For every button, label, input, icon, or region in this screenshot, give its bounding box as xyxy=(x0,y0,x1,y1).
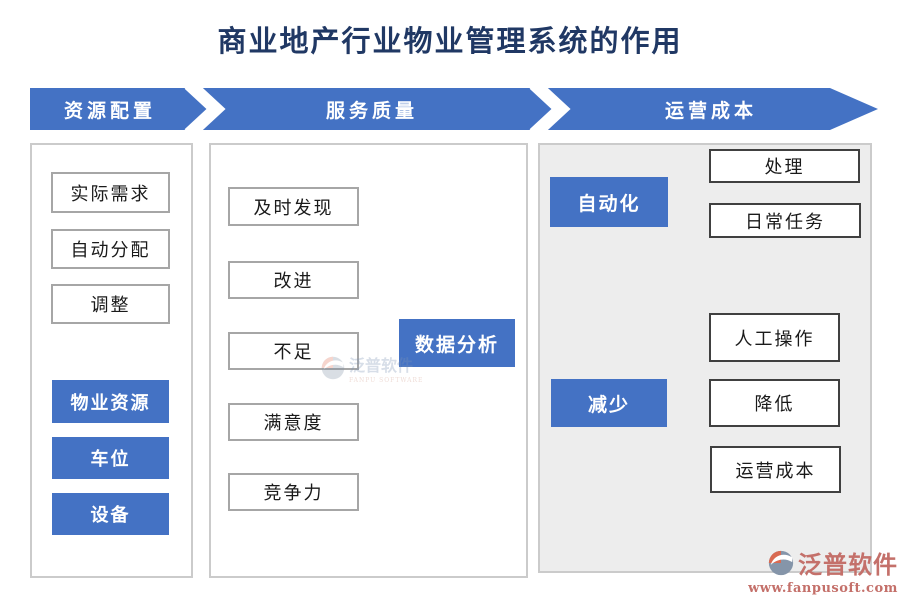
watermark-bottom-right: 泛普软件 www.fanpusoft.com xyxy=(748,545,898,596)
banner-chevron-separator-1 xyxy=(184,79,226,139)
fanpu-logo-icon xyxy=(321,356,345,380)
box-satisfaction: 满意度 xyxy=(228,403,359,441)
box-manual-operation: 人工操作 xyxy=(709,313,840,362)
box-lower: 降低 xyxy=(709,379,840,427)
box-data-analysis: 数据分析 xyxy=(399,319,515,367)
box-auto-allocate: 自动分配 xyxy=(51,229,170,269)
box-property-resources: 物业资源 xyxy=(52,380,169,423)
box-shortcomings: 不足 xyxy=(228,332,359,370)
box-parking: 车位 xyxy=(52,437,169,479)
box-operating-cost: 运营成本 xyxy=(710,446,841,493)
box-automation: 自动化 xyxy=(550,177,668,227)
watermark-center: 泛普软件 FANPU SOFTWARE xyxy=(320,352,423,384)
box-timely-discovery: 及时发现 xyxy=(228,187,359,226)
banner-section-cost: 运营成本 xyxy=(664,99,757,122)
watermark-brand-subtext: FANPU SOFTWARE xyxy=(349,377,424,384)
box-reduce: 减少 xyxy=(551,379,667,427)
banner-chevron-separator-2 xyxy=(529,79,571,139)
box-daily-tasks: 日常任务 xyxy=(709,203,861,238)
watermark-brand-text: 泛普软件 xyxy=(798,550,898,579)
banner-section-service: 服务质量 xyxy=(325,99,418,122)
box-equipment: 设备 xyxy=(52,493,169,535)
box-process: 处理 xyxy=(709,149,860,183)
box-adjust: 调整 xyxy=(51,284,170,324)
box-improve: 改进 xyxy=(228,261,359,299)
watermark-url: www.fanpusoft.com xyxy=(748,581,898,596)
watermark-brand-text: 泛普软件 xyxy=(349,356,414,375)
box-actual-demand: 实际需求 xyxy=(51,172,170,213)
page-title: 商业地产行业物业管理系统的作用 xyxy=(217,24,683,58)
box-competitiveness: 竞争力 xyxy=(228,473,359,511)
fanpu-logo-icon xyxy=(768,550,794,575)
banner-section-resource: 资源配置 xyxy=(63,99,156,122)
